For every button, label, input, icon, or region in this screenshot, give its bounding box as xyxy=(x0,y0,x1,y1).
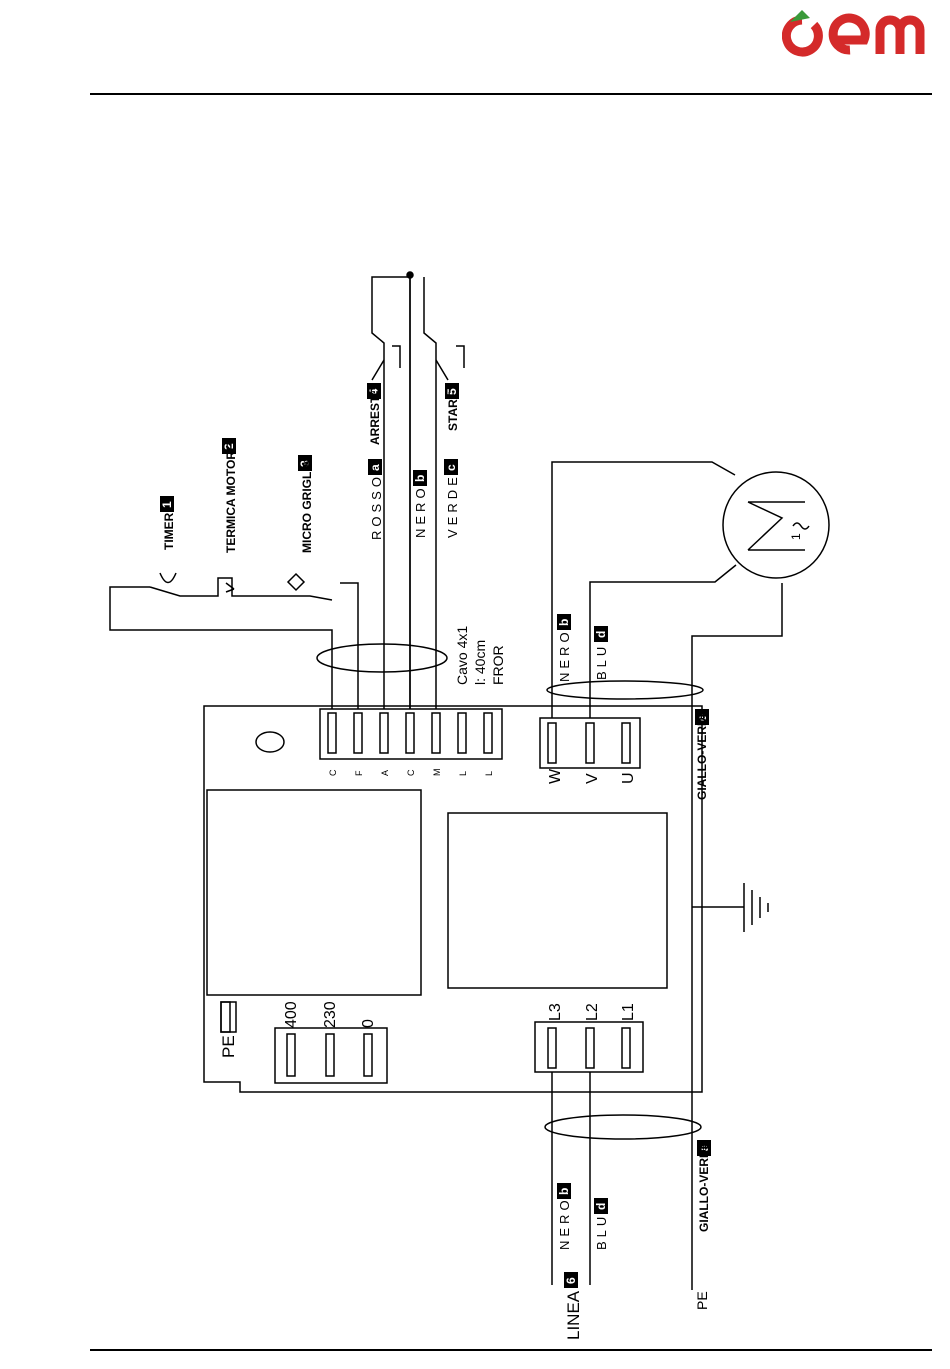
nero-motor-label: NERO xyxy=(557,628,572,682)
svg-text:d: d xyxy=(594,1203,608,1210)
svg-text:F: F xyxy=(354,770,364,776)
svg-text:U: U xyxy=(620,772,637,784)
cable-spec-line2: l: 40cm xyxy=(472,640,488,685)
svg-text:c: c xyxy=(444,464,458,471)
motor-terminal-slots xyxy=(548,723,630,763)
start-label: START xyxy=(446,391,460,431)
line-terminal-slots xyxy=(548,1028,630,1068)
voltage-terminal-slots xyxy=(287,1034,372,1076)
motor-terminal-strip xyxy=(540,718,640,768)
line-terminal-strip xyxy=(535,1022,643,1072)
svg-text:230: 230 xyxy=(322,1001,339,1028)
badge-a: a xyxy=(368,459,382,475)
pe-line-label: PE xyxy=(694,1291,710,1310)
voltage-terminal-labels: 400 230 0 xyxy=(283,1001,377,1028)
motor-tilde xyxy=(793,523,809,529)
cable-spec-line3: FROR xyxy=(490,645,506,685)
badge-1: 1 xyxy=(160,496,174,512)
stop-label: ARRESTO xyxy=(368,387,382,445)
svg-text:b: b xyxy=(413,475,427,482)
badge-b-ctrl: b xyxy=(413,470,427,486)
control-terminal-strip xyxy=(320,709,502,759)
svg-text:A: A xyxy=(380,770,390,776)
grill-micro-label: MICRO GRIGLIA xyxy=(300,459,314,553)
badge-b-motor: b xyxy=(557,614,571,630)
svg-text:C: C xyxy=(406,769,416,776)
control-terminal-labels: C F A C M L L xyxy=(328,769,494,777)
motor-phase-text: 1 xyxy=(789,533,803,540)
ground-symbol xyxy=(692,883,768,932)
svg-text:L: L xyxy=(484,771,494,776)
timer-label: TIMER xyxy=(162,512,176,550)
cable-bundle-line xyxy=(545,1115,701,1139)
badge-d-line: d xyxy=(594,1198,608,1214)
motor-terminal-labels: W V U xyxy=(547,768,637,784)
blu-line-label: BLU xyxy=(594,1213,609,1250)
relay-block-left xyxy=(207,790,421,995)
svg-text:d: d xyxy=(594,631,608,638)
gv-motor-label: GIALLO-VERDE xyxy=(695,709,709,800)
verde-label: VERDE xyxy=(445,473,460,538)
gv-line-label: GIALLO-VERDE xyxy=(697,1141,711,1232)
svg-text:L2: L2 xyxy=(584,1003,601,1021)
nero-ctrl-label: NERO xyxy=(413,484,428,538)
motor-sigma xyxy=(748,502,805,550)
board-hole xyxy=(256,732,284,752)
svg-text:L: L xyxy=(458,771,468,776)
svg-text:400: 400 xyxy=(283,1001,300,1028)
junction-dot xyxy=(407,272,413,278)
svg-text:W: W xyxy=(547,768,564,784)
nero-line-label: NERO xyxy=(557,1196,572,1250)
control-terminal-slots xyxy=(328,713,492,753)
svg-text:V: V xyxy=(584,773,601,784)
svg-text:L1: L1 xyxy=(620,1003,637,1021)
cable-bundle-motor xyxy=(547,681,703,699)
cable-spec-line1: Cavo 4x1 xyxy=(454,626,470,685)
blu-motor-label: BLU xyxy=(594,643,609,680)
svg-text:6: 6 xyxy=(564,1277,578,1284)
svg-text:1: 1 xyxy=(160,501,174,508)
line-terminal-labels: L3 L2 L1 xyxy=(547,1003,637,1021)
rosso-label: ROSSO xyxy=(369,473,384,540)
pe-box-2 xyxy=(221,1002,236,1032)
svg-text:0: 0 xyxy=(360,1019,377,1028)
badge-d-motor: d xyxy=(594,626,608,642)
cable-bundle-control xyxy=(317,644,447,672)
line-wires xyxy=(552,1072,590,1285)
svg-text:a: a xyxy=(368,464,382,471)
stop-start-buttons xyxy=(372,346,464,380)
controller-board xyxy=(204,706,702,1092)
motor-symbol xyxy=(723,472,829,578)
svg-text:b: b xyxy=(557,1188,571,1195)
line-label: LINEA xyxy=(564,1290,583,1340)
svg-text:L3: L3 xyxy=(547,1003,564,1021)
svg-text:b: b xyxy=(557,619,571,626)
badge-c: c xyxy=(444,459,458,475)
voltage-terminal-strip xyxy=(275,1028,387,1083)
relay-block-right xyxy=(448,813,667,988)
pe-box xyxy=(221,1002,230,1032)
svg-text:C: C xyxy=(328,769,338,776)
series-switches xyxy=(150,573,332,600)
pe-board-label: PE xyxy=(219,1035,238,1058)
badge-6: 6 xyxy=(564,1272,578,1288)
motor-thermal-label: TERMICA MOTORE xyxy=(224,443,238,553)
svg-text:M: M xyxy=(432,769,442,777)
